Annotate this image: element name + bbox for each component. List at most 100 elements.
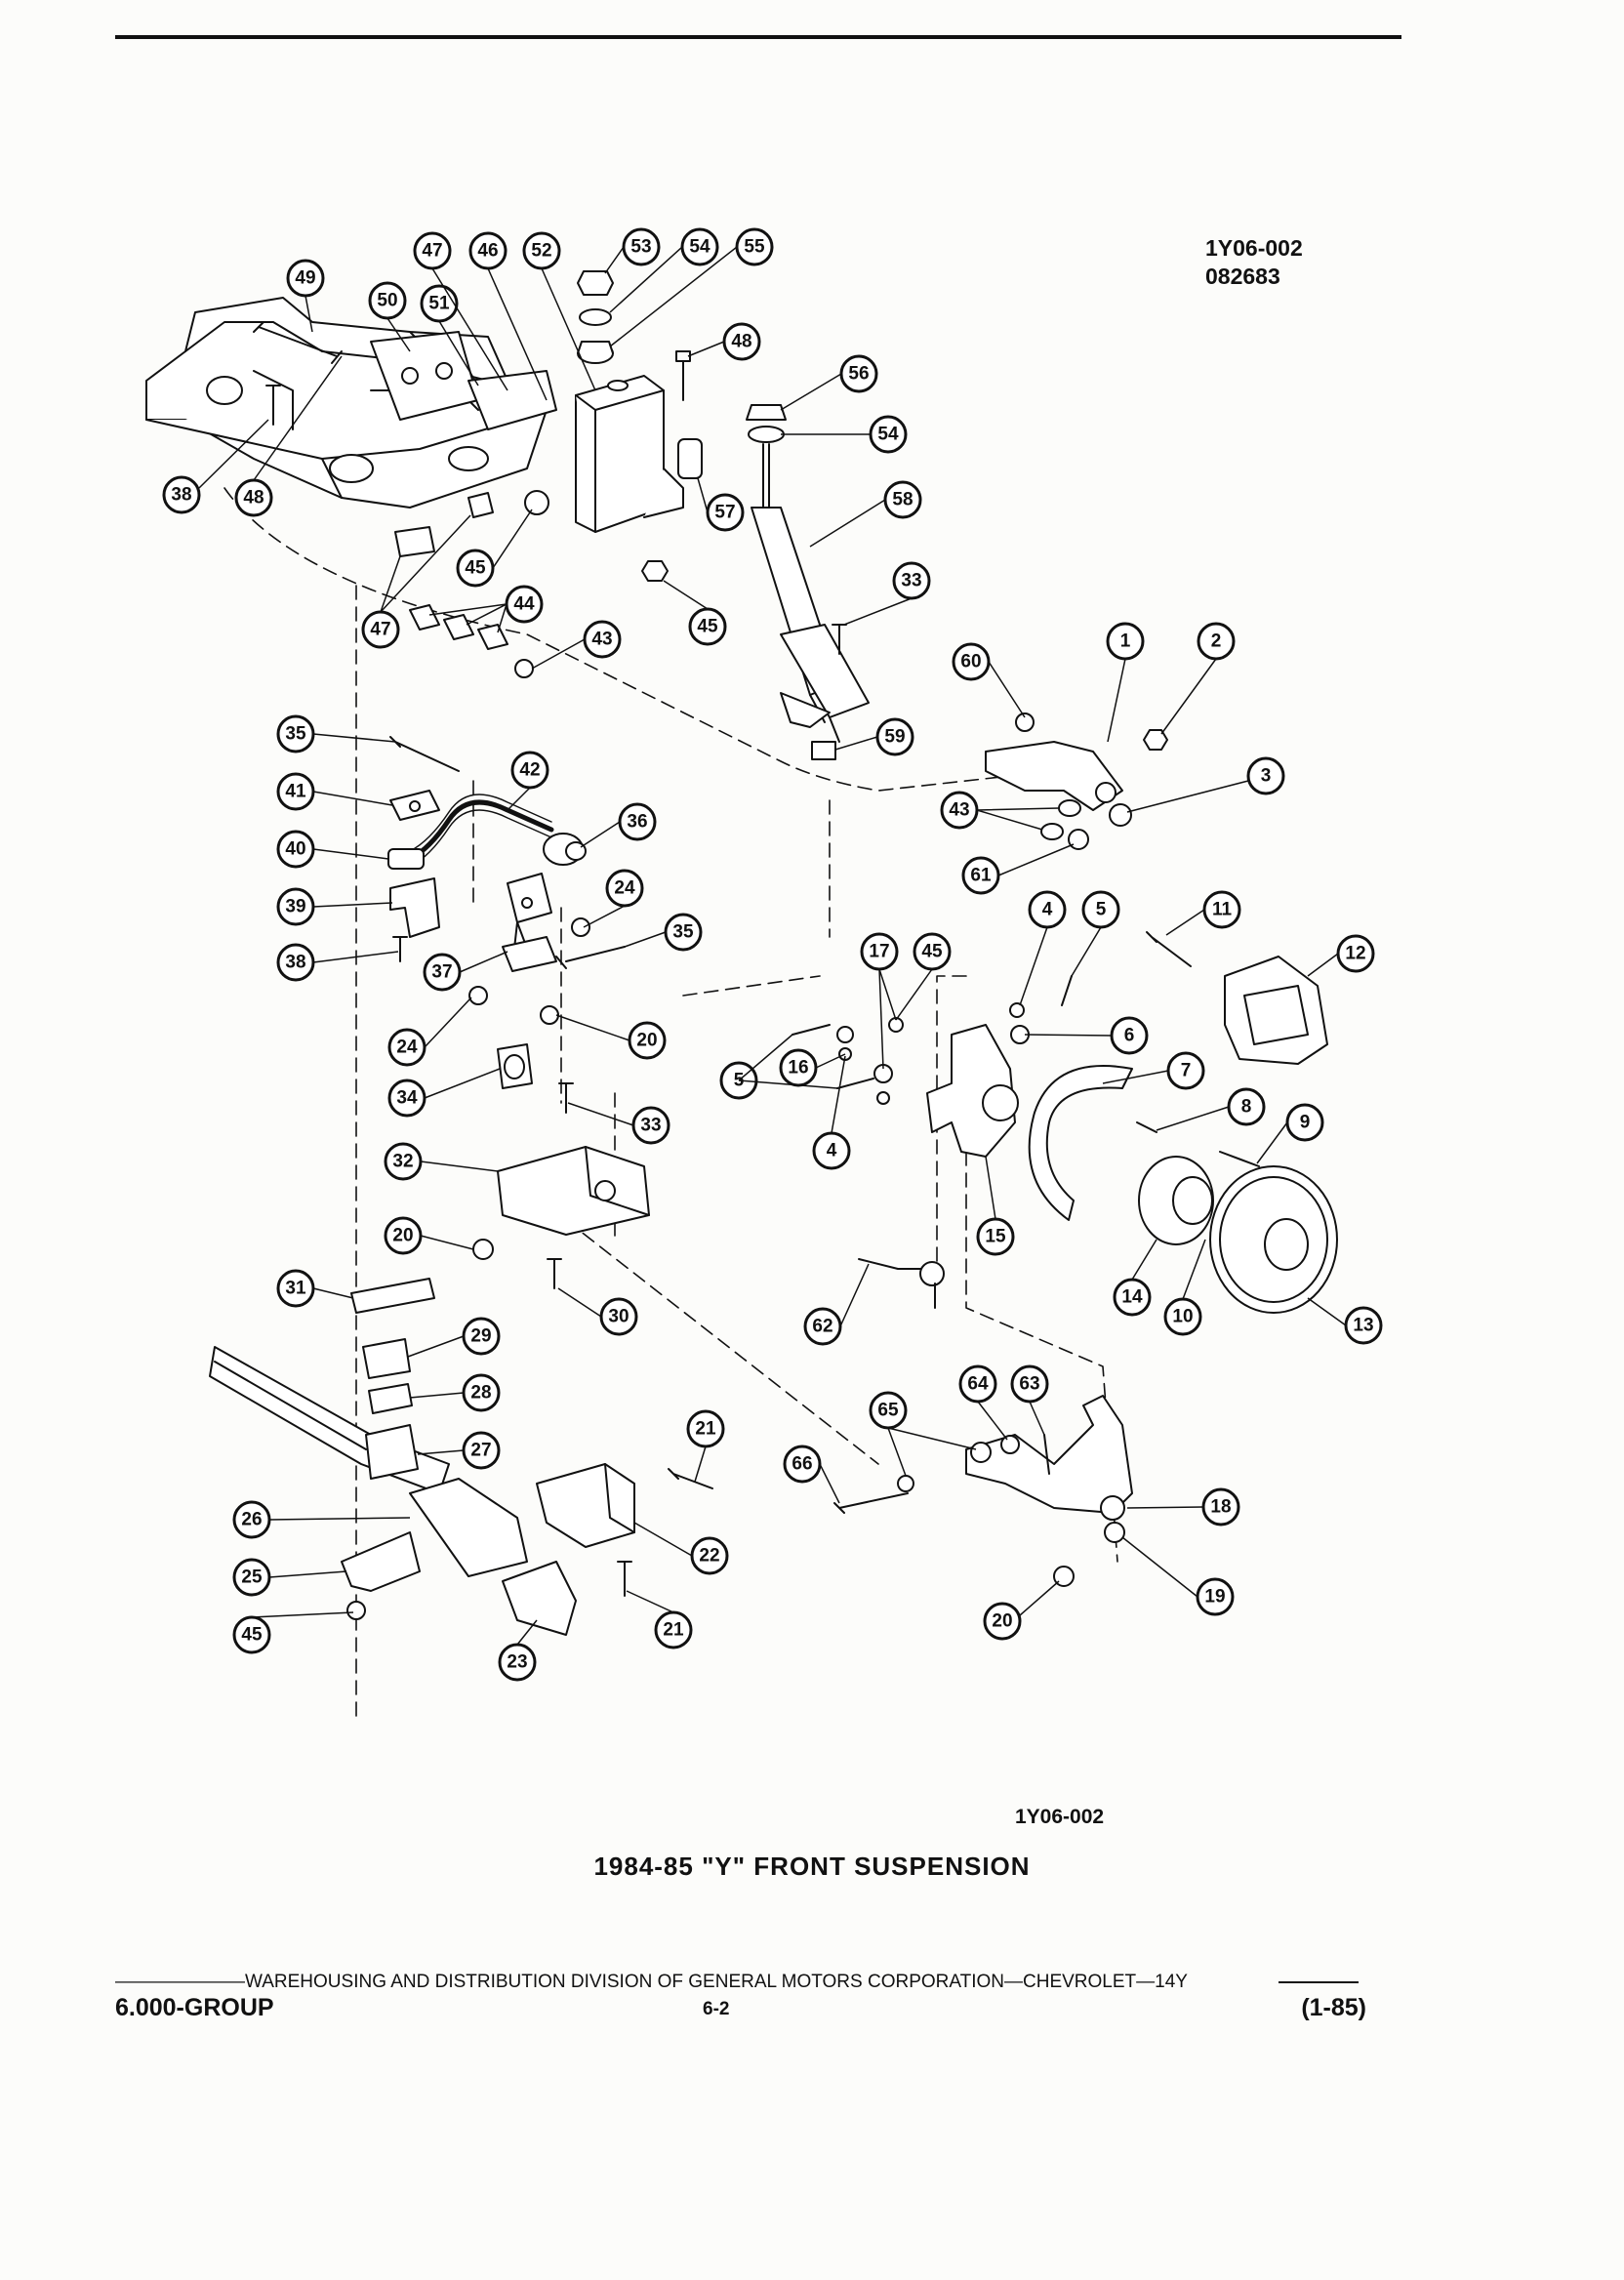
nut-61: [1068, 829, 1089, 850]
callout-label: 2: [1211, 631, 1222, 652]
callout-label: 30: [608, 1307, 629, 1327]
callout-label: 19: [1204, 1587, 1225, 1608]
bracket-50: [370, 331, 479, 421]
callout-20: 20: [384, 1216, 423, 1255]
callout-26: 26: [232, 1500, 271, 1539]
callout-label: 23: [507, 1652, 527, 1673]
nut-20-a: [540, 1005, 559, 1025]
callout-7: 7: [1166, 1051, 1205, 1090]
callout-15: 15: [976, 1217, 1015, 1256]
callout-label: 6: [1124, 1026, 1135, 1046]
callout-42: 42: [510, 751, 549, 790]
callout-label: 47: [370, 620, 390, 640]
callout-label: 35: [672, 922, 694, 943]
callout-label: 57: [714, 503, 735, 523]
callout-label: 24: [396, 1038, 418, 1058]
nut-45-a: [524, 490, 549, 515]
bolt-35-upper: [389, 736, 460, 772]
figure-date-code: 082683: [1205, 264, 1280, 289]
callout-label: 39: [285, 897, 305, 917]
callout-label: 54: [877, 425, 899, 445]
callout-label: 7: [1181, 1061, 1192, 1081]
bolt-35-lower: [555, 946, 626, 969]
callout-label: 46: [477, 241, 498, 262]
shock-upper-mount: [577, 270, 614, 364]
callout-33: 33: [892, 561, 931, 600]
bolt-33-shock: [832, 624, 847, 655]
callout-label: 50: [377, 291, 397, 311]
callout-53: 53: [622, 227, 661, 266]
callout-label: 63: [1019, 1374, 1039, 1395]
callout-label: 44: [513, 594, 535, 615]
callout-label: 32: [392, 1152, 413, 1172]
ball-joint-3: [1109, 803, 1132, 827]
callout-label: 64: [967, 1374, 989, 1395]
top-rule: [115, 35, 1401, 39]
callout-label: 36: [627, 812, 647, 833]
callout-label: 54: [689, 237, 710, 258]
callout-54: 54: [680, 227, 719, 266]
callout-32: 32: [384, 1142, 423, 1181]
callout-label: 53: [630, 237, 651, 258]
callout-59: 59: [875, 717, 914, 756]
clamp-47: [394, 492, 494, 557]
callout-45: 45: [456, 549, 495, 588]
callout-52: 52: [522, 231, 561, 270]
callout-label: 58: [892, 490, 913, 510]
callout-label: 40: [285, 839, 305, 860]
mount-22: [536, 1463, 635, 1548]
callout-label: 45: [465, 558, 486, 579]
callout-44: 44: [505, 585, 544, 624]
shims-44: [409, 604, 508, 650]
callout-45: 45: [232, 1615, 271, 1654]
spring-plate: [409, 1478, 528, 1577]
bolt-8: [1136, 1121, 1157, 1133]
figure-code-caption: 1Y06-002: [1015, 1806, 1105, 1828]
callout-label: 51: [428, 294, 450, 314]
bushing-40: [387, 848, 425, 870]
callout-57: 57: [706, 493, 745, 532]
callout-30: 30: [599, 1297, 638, 1336]
callout-12: 12: [1336, 934, 1375, 973]
callout-label: 55: [744, 237, 765, 258]
callout-label: 49: [295, 268, 315, 289]
callout-label: 41: [285, 782, 306, 802]
bolt-38-upper: [265, 385, 281, 426]
pad-29: [362, 1338, 411, 1379]
callout-label: 16: [788, 1058, 808, 1079]
callout-4: 4: [812, 1131, 851, 1170]
callout-40: 40: [276, 830, 315, 869]
callout-label: 5: [1096, 900, 1107, 920]
figure-code: 1Y06-002: [1205, 235, 1303, 261]
callout-17: 17: [860, 932, 899, 971]
callout-38: 38: [162, 475, 201, 514]
bushing-57: [677, 438, 703, 479]
bolt-49: [253, 321, 343, 364]
callout-22: 22: [690, 1536, 729, 1575]
callout-46: 46: [468, 231, 508, 270]
callout-27: 27: [462, 1431, 501, 1470]
callout-label: 35: [285, 724, 306, 745]
callout-label: 8: [1241, 1097, 1252, 1118]
callout-label: 4: [827, 1141, 837, 1161]
callout-33: 33: [631, 1106, 670, 1145]
callout-label: 13: [1353, 1316, 1373, 1336]
footer-page-number: 6-2: [703, 1999, 730, 2019]
bolt-30: [547, 1258, 562, 1289]
callout-39: 39: [276, 887, 315, 926]
callout-50: 50: [368, 281, 407, 320]
callout-49: 49: [286, 259, 325, 298]
callout-label: 10: [1172, 1307, 1193, 1327]
callout-label: 17: [869, 942, 889, 962]
callout-4: 4: [1028, 890, 1067, 929]
callout-35: 35: [664, 913, 703, 952]
callout-43: 43: [940, 791, 979, 830]
callout-55: 55: [735, 227, 774, 266]
bolt-38-lower: [392, 936, 408, 962]
callout-58: 58: [883, 480, 922, 519]
bracket-39: [389, 877, 440, 938]
callout-label: 25: [241, 1568, 263, 1588]
callout-label: 14: [1121, 1287, 1143, 1308]
bushing-36: [543, 833, 587, 866]
bolt-21-b: [617, 1561, 632, 1597]
